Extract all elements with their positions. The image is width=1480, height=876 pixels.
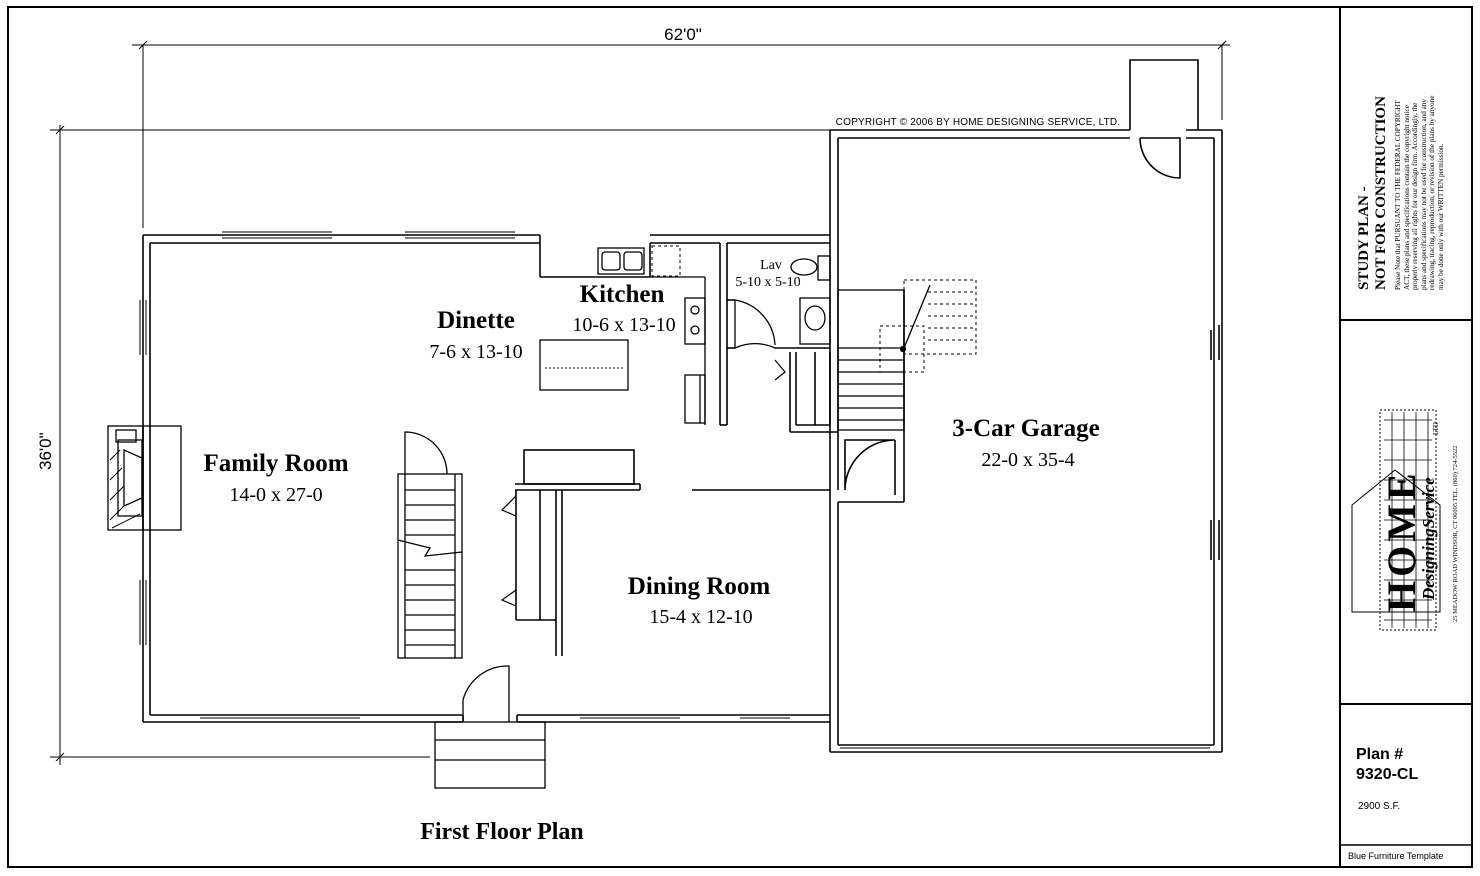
garage-size: 22-0 x 35-4: [981, 449, 1075, 471]
company-address: 25 MEADOW ROAD WINDSOR, CT 06095 TEL. (8…: [1452, 445, 1459, 622]
house-walls: [142, 130, 839, 723]
notice-line: may be done only with our WRITTEN permis…: [1436, 143, 1445, 290]
study-line-1: STUDY PLAN -: [1356, 186, 1372, 290]
notice-line: plans and specifications may not be used…: [1419, 98, 1428, 290]
garage-stair: [837, 279, 977, 431]
kitchen-name: Kitchen: [579, 281, 665, 308]
plan-label: Plan #: [1356, 746, 1404, 763]
notice-line: ACT, these plans and specifications cont…: [1402, 105, 1411, 290]
study-line-2: NOT FOR CONSTRUCTION: [1373, 96, 1389, 290]
square-feet: 2900 S.F.: [1358, 801, 1401, 812]
template-label: Blue Furniture Template: [1348, 851, 1444, 861]
kitchen-counters: [539, 245, 706, 425]
dimension-lines: [50, 40, 1230, 765]
copyright-notice: Please Note that PURSUANT TO THE FEDERAL…: [1394, 96, 1446, 290]
study-plan-notice: STUDY PLAN - NOT FOR CONSTRUCTION: [1356, 96, 1390, 290]
dinette-name: Dinette: [437, 307, 515, 334]
lav-size: 5-10 x 5-10: [735, 275, 801, 290]
front-entry: [434, 665, 546, 789]
overall-depth-dim: 36'0": [36, 432, 55, 470]
company-name: HOME: [1379, 469, 1424, 612]
dinette-size: 7-6 x 13-10: [429, 341, 523, 363]
dining-room-name: Dining Room: [627, 573, 771, 600]
notice-line: properly reserving all rights for our de…: [1411, 102, 1420, 290]
dining-room-size: 15-4 x 12-10: [649, 606, 753, 628]
company-logo: [1351, 409, 1441, 631]
plan-title: First Floor Plan: [420, 819, 584, 845]
lav-name: Lav: [760, 258, 782, 273]
windows: [139, 231, 790, 719]
overall-width-dim: 62'0": [664, 25, 702, 44]
main-stair: [397, 431, 463, 659]
kitchen-size: 10-6 x 13-10: [572, 314, 676, 336]
notice-line: Please Note that PURSUANT TO THE FEDERAL…: [1394, 100, 1402, 290]
sheet-border: [7, 6, 1473, 868]
lav-fixtures: [734, 255, 831, 350]
copyright-note: COPYRIGHT © 2006 BY HOME DESIGNING SERVI…: [835, 117, 1121, 128]
garage-walls: [829, 59, 1223, 753]
fireplace: [107, 425, 182, 531]
plan-number: 9320-CL: [1356, 766, 1419, 783]
garage-name: 3-Car Garage: [952, 415, 1100, 442]
company-suffix: LTD: [1432, 422, 1440, 435]
family-room-name: Family Room: [203, 450, 349, 477]
family-room-size: 14-0 x 27-0: [229, 484, 323, 506]
company-tagline: DesigningService: [1419, 477, 1438, 600]
notice-line: redrawing, tracing, reproduction, or rev…: [1428, 95, 1437, 290]
